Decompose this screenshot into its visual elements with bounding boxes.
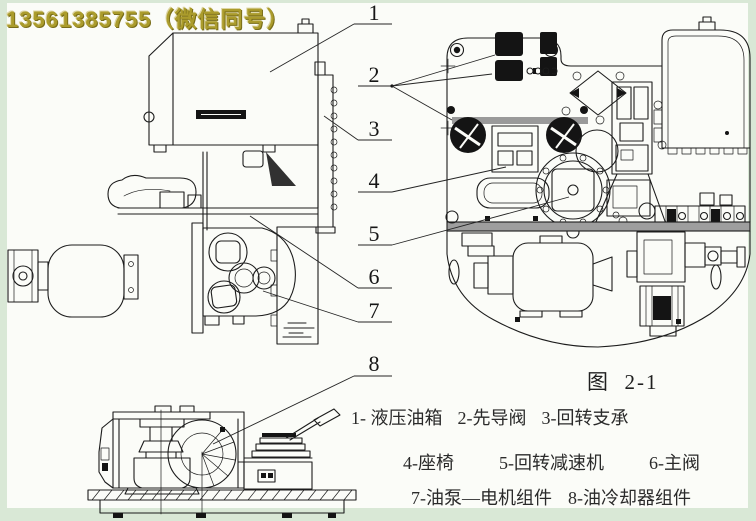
rear-platform <box>237 457 313 490</box>
frame-structure <box>117 144 319 231</box>
leader-line-4 <box>391 166 507 193</box>
leader-line-3 <box>323 115 359 141</box>
legend-row-2: 4-座椅 5-回转减速机 6-主阀 <box>403 449 700 475</box>
callout-2-label: 2 <box>369 62 380 87</box>
callout-3: 3 <box>323 115 392 141</box>
callout-1-label: 1 <box>369 0 380 25</box>
radiator-plate <box>314 61 338 234</box>
leader-line-2a <box>391 54 496 87</box>
callout-1: 1 <box>269 0 392 73</box>
side-view-drawing <box>7 18 338 345</box>
pilot-valve-levers <box>495 32 558 81</box>
seat-side <box>107 174 197 209</box>
rear-view-drawing <box>87 405 357 518</box>
terminal-strip <box>654 192 746 227</box>
tank-side <box>143 18 319 153</box>
legend-row-1: 1- 液压油箱 2-先导阀 3-回转支承 <box>351 404 629 430</box>
main-valve-top <box>594 81 667 226</box>
legend-item: 1- 液压油箱 <box>351 408 443 428</box>
legend-item: 4-座椅 <box>403 453 454 473</box>
figure-caption: 图 2-1 <box>587 370 659 394</box>
leader-line-7 <box>262 290 359 323</box>
callout-7: 7 <box>262 290 392 323</box>
leader-line-5 <box>391 196 570 246</box>
top-view-drawing <box>440 16 751 348</box>
callout-6: 6 <box>249 215 392 289</box>
leader-line-6 <box>249 215 359 289</box>
platform-band <box>445 210 751 257</box>
callout-6-label: 6 <box>369 264 380 289</box>
leader-line-1 <box>269 23 355 73</box>
diamond-cover <box>561 70 627 116</box>
motor-top <box>473 235 613 318</box>
leader-line-2c <box>391 85 453 121</box>
tank-top <box>653 16 751 223</box>
legend-item: 2-先导阀 <box>457 408 527 428</box>
callout-4-label: 4 <box>369 168 380 193</box>
cooler-fan <box>167 419 237 489</box>
legend-item: 7-油泵—电机组件 <box>411 488 552 508</box>
callout-8-label: 8 <box>369 351 380 376</box>
legend-item: 8-油冷却器组件 <box>568 488 691 508</box>
cooler-box <box>98 405 245 489</box>
legend-item: 6-主阀 <box>649 453 700 473</box>
legend-item: 5-回转减速机 <box>499 453 604 473</box>
platform-arc <box>446 230 751 348</box>
callout-3-label: 3 <box>369 116 380 141</box>
callout-4: 4 <box>358 166 507 193</box>
control-rotors <box>447 106 588 153</box>
pump-block-top <box>626 231 746 337</box>
callout-2: 2 <box>358 54 496 121</box>
phone-watermark: 13561385755（微信同号） <box>6 7 290 32</box>
cooler-plate <box>270 226 319 345</box>
motor-side <box>7 244 139 318</box>
callout-7-label: 7 <box>369 298 380 323</box>
legend-item: 3-回转支承 <box>541 408 629 428</box>
seat-top <box>476 125 550 209</box>
callout-5-label: 5 <box>369 221 380 246</box>
callouts: 1 2 3 4 5 <box>212 0 570 445</box>
seat-mechanism-rear <box>251 408 341 458</box>
callout-8: 8 <box>212 351 392 445</box>
legend-row-3: 7-油泵—电机组件 8-油冷却器组件 <box>411 484 691 510</box>
leader-line-8 <box>212 375 355 445</box>
fan-motor-pedestal <box>124 409 203 515</box>
ground-base <box>87 489 357 518</box>
leader-line-2b <box>391 73 493 87</box>
callout-5: 5 <box>358 196 570 246</box>
pump-gearbox <box>191 222 296 334</box>
